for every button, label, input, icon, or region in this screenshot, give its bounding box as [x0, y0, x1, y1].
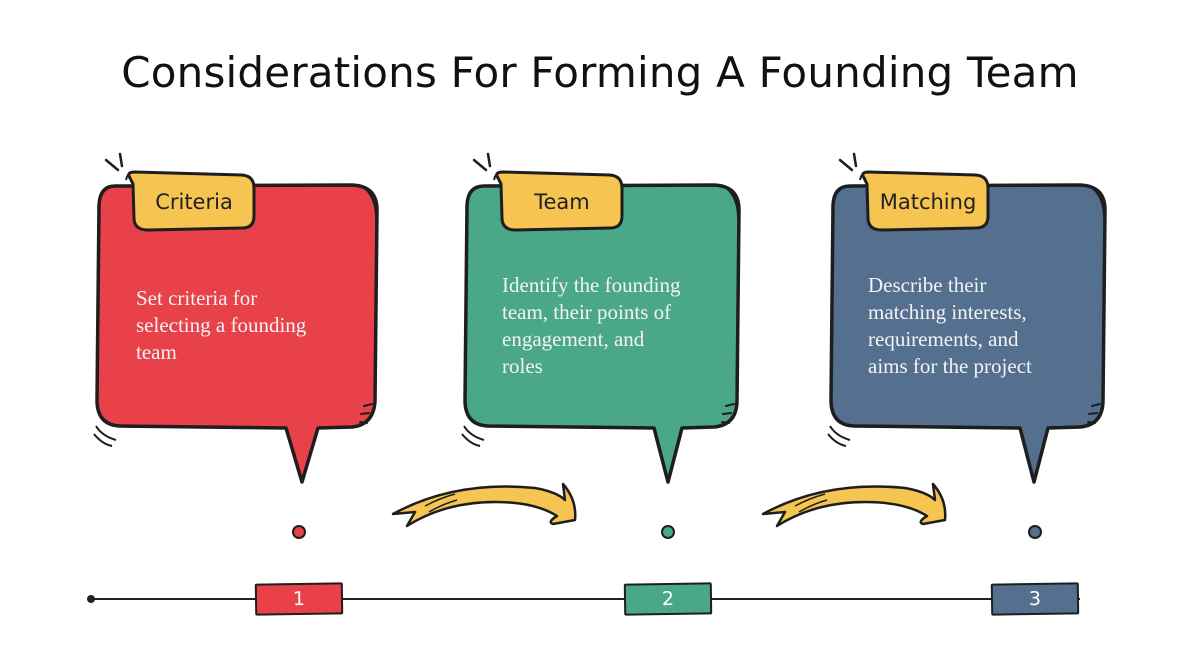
circle-marker-icon — [661, 525, 675, 539]
circle-marker-icon — [292, 525, 306, 539]
card-description: Describe their matching interests, requi… — [868, 272, 1032, 380]
card-description: Identify the founding team, their points… — [502, 272, 680, 380]
text-line: Describe their — [868, 273, 987, 297]
text-line: Identify the founding — [502, 273, 681, 297]
circle-marker-icon — [1028, 525, 1042, 539]
text-line: Set criteria for — [136, 286, 258, 310]
text-line: aims for the project — [868, 354, 1032, 378]
speech-bubble-icon — [93, 152, 379, 484]
card-tab-label: Matching — [879, 190, 977, 214]
text-line: engagement, and — [502, 327, 645, 351]
text-line: roles — [502, 354, 543, 378]
card-tab-label: Criteria — [155, 190, 233, 214]
speech-bubble-icon — [461, 152, 741, 484]
text-line: matching interests, — [868, 300, 1027, 324]
step-badge-2: 2 — [623, 582, 713, 616]
text-line: team, their points of — [502, 300, 672, 324]
curved-arrow-right-icon — [391, 482, 577, 528]
card-team: Team Identify the founding team, their p… — [456, 150, 756, 490]
card-description: Set criteria for selecting a founding te… — [136, 285, 306, 366]
step-badge-1: 1 — [254, 582, 344, 616]
text-line: requirements, and — [868, 327, 1019, 351]
card-tab-label: Team — [534, 190, 590, 214]
text-line: selecting a founding — [136, 313, 307, 337]
curved-arrow-right-icon — [761, 482, 947, 528]
speech-bubble-icon — [827, 152, 1107, 484]
slide-title: Considerations For Forming A Founding Te… — [121, 48, 1079, 97]
timeline-start-dot — [87, 595, 95, 603]
text-line: team — [136, 340, 177, 364]
step-badge-3: 3 — [990, 582, 1080, 616]
card-criteria: Criteria Set criteria for selecting a fo… — [90, 150, 390, 490]
card-matching: Matching Describe their matching interes… — [822, 150, 1122, 490]
timeline-line — [90, 598, 1080, 600]
